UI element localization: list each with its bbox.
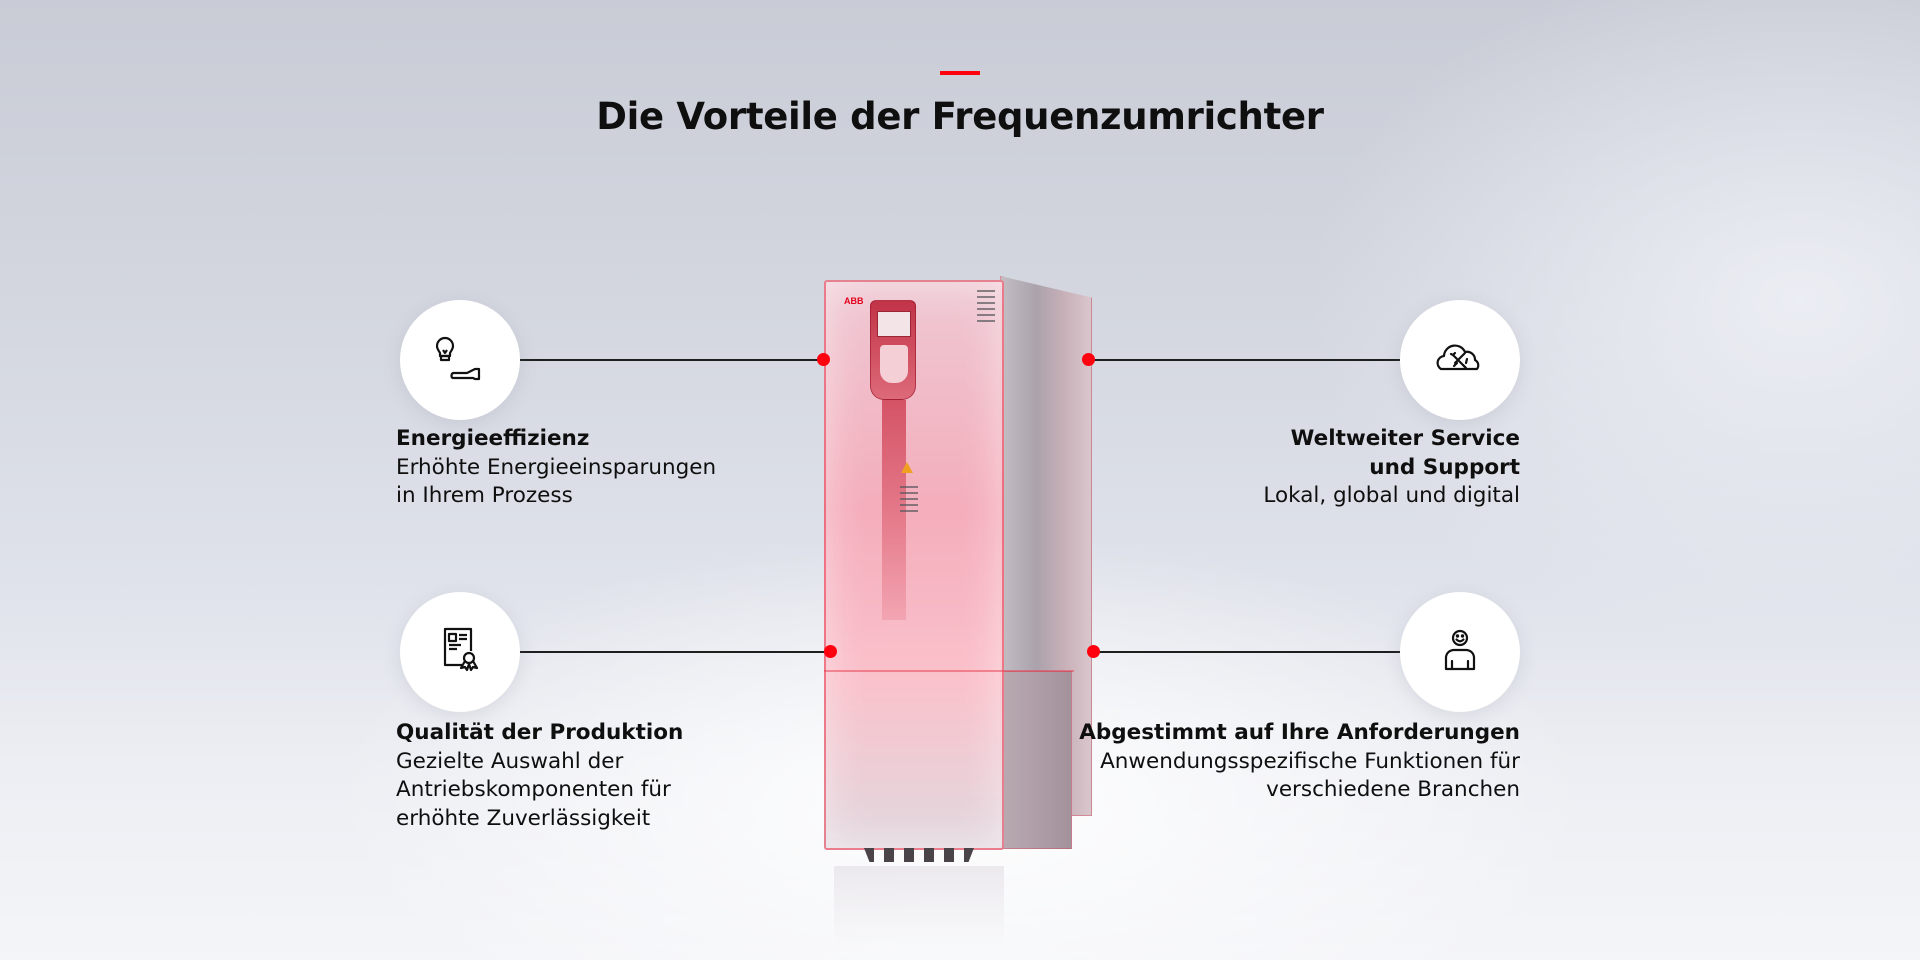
hotspot-dot-quality[interactable] [824, 645, 837, 658]
feature-energy: Energieeffizienz Erhöhte Energieeinsparu… [396, 425, 716, 511]
hotspot-dot-service[interactable] [1082, 353, 1095, 366]
feature-icon-circle-service [1400, 300, 1520, 420]
hotspot-dot-custom[interactable] [1087, 645, 1100, 658]
control-panel-buttons [880, 345, 908, 383]
connector-line-energy [520, 359, 824, 361]
feature-title: Energieeffizienz [396, 426, 590, 451]
vent-slot [977, 290, 995, 292]
cloud-tools-icon [1436, 344, 1480, 371]
device-seam [824, 670, 1074, 672]
page-title: Die Vorteile der Frequenzumrichter [596, 95, 1324, 138]
feature-icon-circle-quality [400, 592, 520, 712]
control-panel-screen [877, 311, 911, 337]
certificate-award-icon [443, 627, 479, 672]
feature-quality: Qualität der Produktion Gezielte Auswahl… [396, 719, 683, 833]
title-accent-bar [940, 71, 980, 75]
device-lower-side [1000, 671, 1072, 849]
feature-service: Weltweiter Service und Support Lokal, gl… [1140, 425, 1520, 511]
feature-title: Weltweiter Service und Support [1290, 426, 1520, 480]
vent-slot [977, 308, 995, 310]
device-feet [864, 848, 974, 862]
vent-slot [977, 314, 995, 316]
lightbulb-hand-icon [435, 336, 481, 381]
connector-line-service [1088, 359, 1400, 361]
vent-slot [977, 302, 995, 304]
connector-line-quality [520, 651, 831, 653]
feature-description: Erhöhte Energieeinsparungen in Ihrem Pro… [396, 454, 717, 509]
feature-title: Qualität der Produktion [396, 720, 684, 745]
feature-icon-circle-custom [1400, 592, 1520, 712]
control-panel [870, 300, 916, 400]
floor-reflection [834, 866, 1004, 946]
feature-custom: Abgestimmt auf Ihre Anforderungen Anwend… [1040, 719, 1520, 805]
vent-slot [900, 504, 918, 506]
feature-description: Gezielte Auswahl der Antriebskomponenten… [396, 748, 671, 831]
feature-description: Lokal, global und digital [1263, 483, 1520, 508]
feature-description: Anwendungsspezifische Funktionen für ver… [1100, 748, 1520, 803]
feature-title: Abgestimmt auf Ihre Anforderungen [1079, 720, 1520, 745]
brand-logo: ABB [844, 296, 864, 306]
vent-slot [900, 492, 918, 494]
vent-slot [900, 510, 918, 512]
connector-line-custom [1093, 651, 1400, 653]
vent-slot [900, 486, 918, 488]
warning-icon [901, 462, 913, 473]
feature-icon-circle-energy [400, 300, 520, 420]
frequency-converter-image: ABB [824, 276, 1092, 946]
vent-slot [977, 320, 995, 322]
vent-slot [900, 498, 918, 500]
hotspot-dot-energy[interactable] [817, 353, 830, 366]
person-smiley-icon [1444, 629, 1476, 671]
vent-slot [977, 296, 995, 298]
